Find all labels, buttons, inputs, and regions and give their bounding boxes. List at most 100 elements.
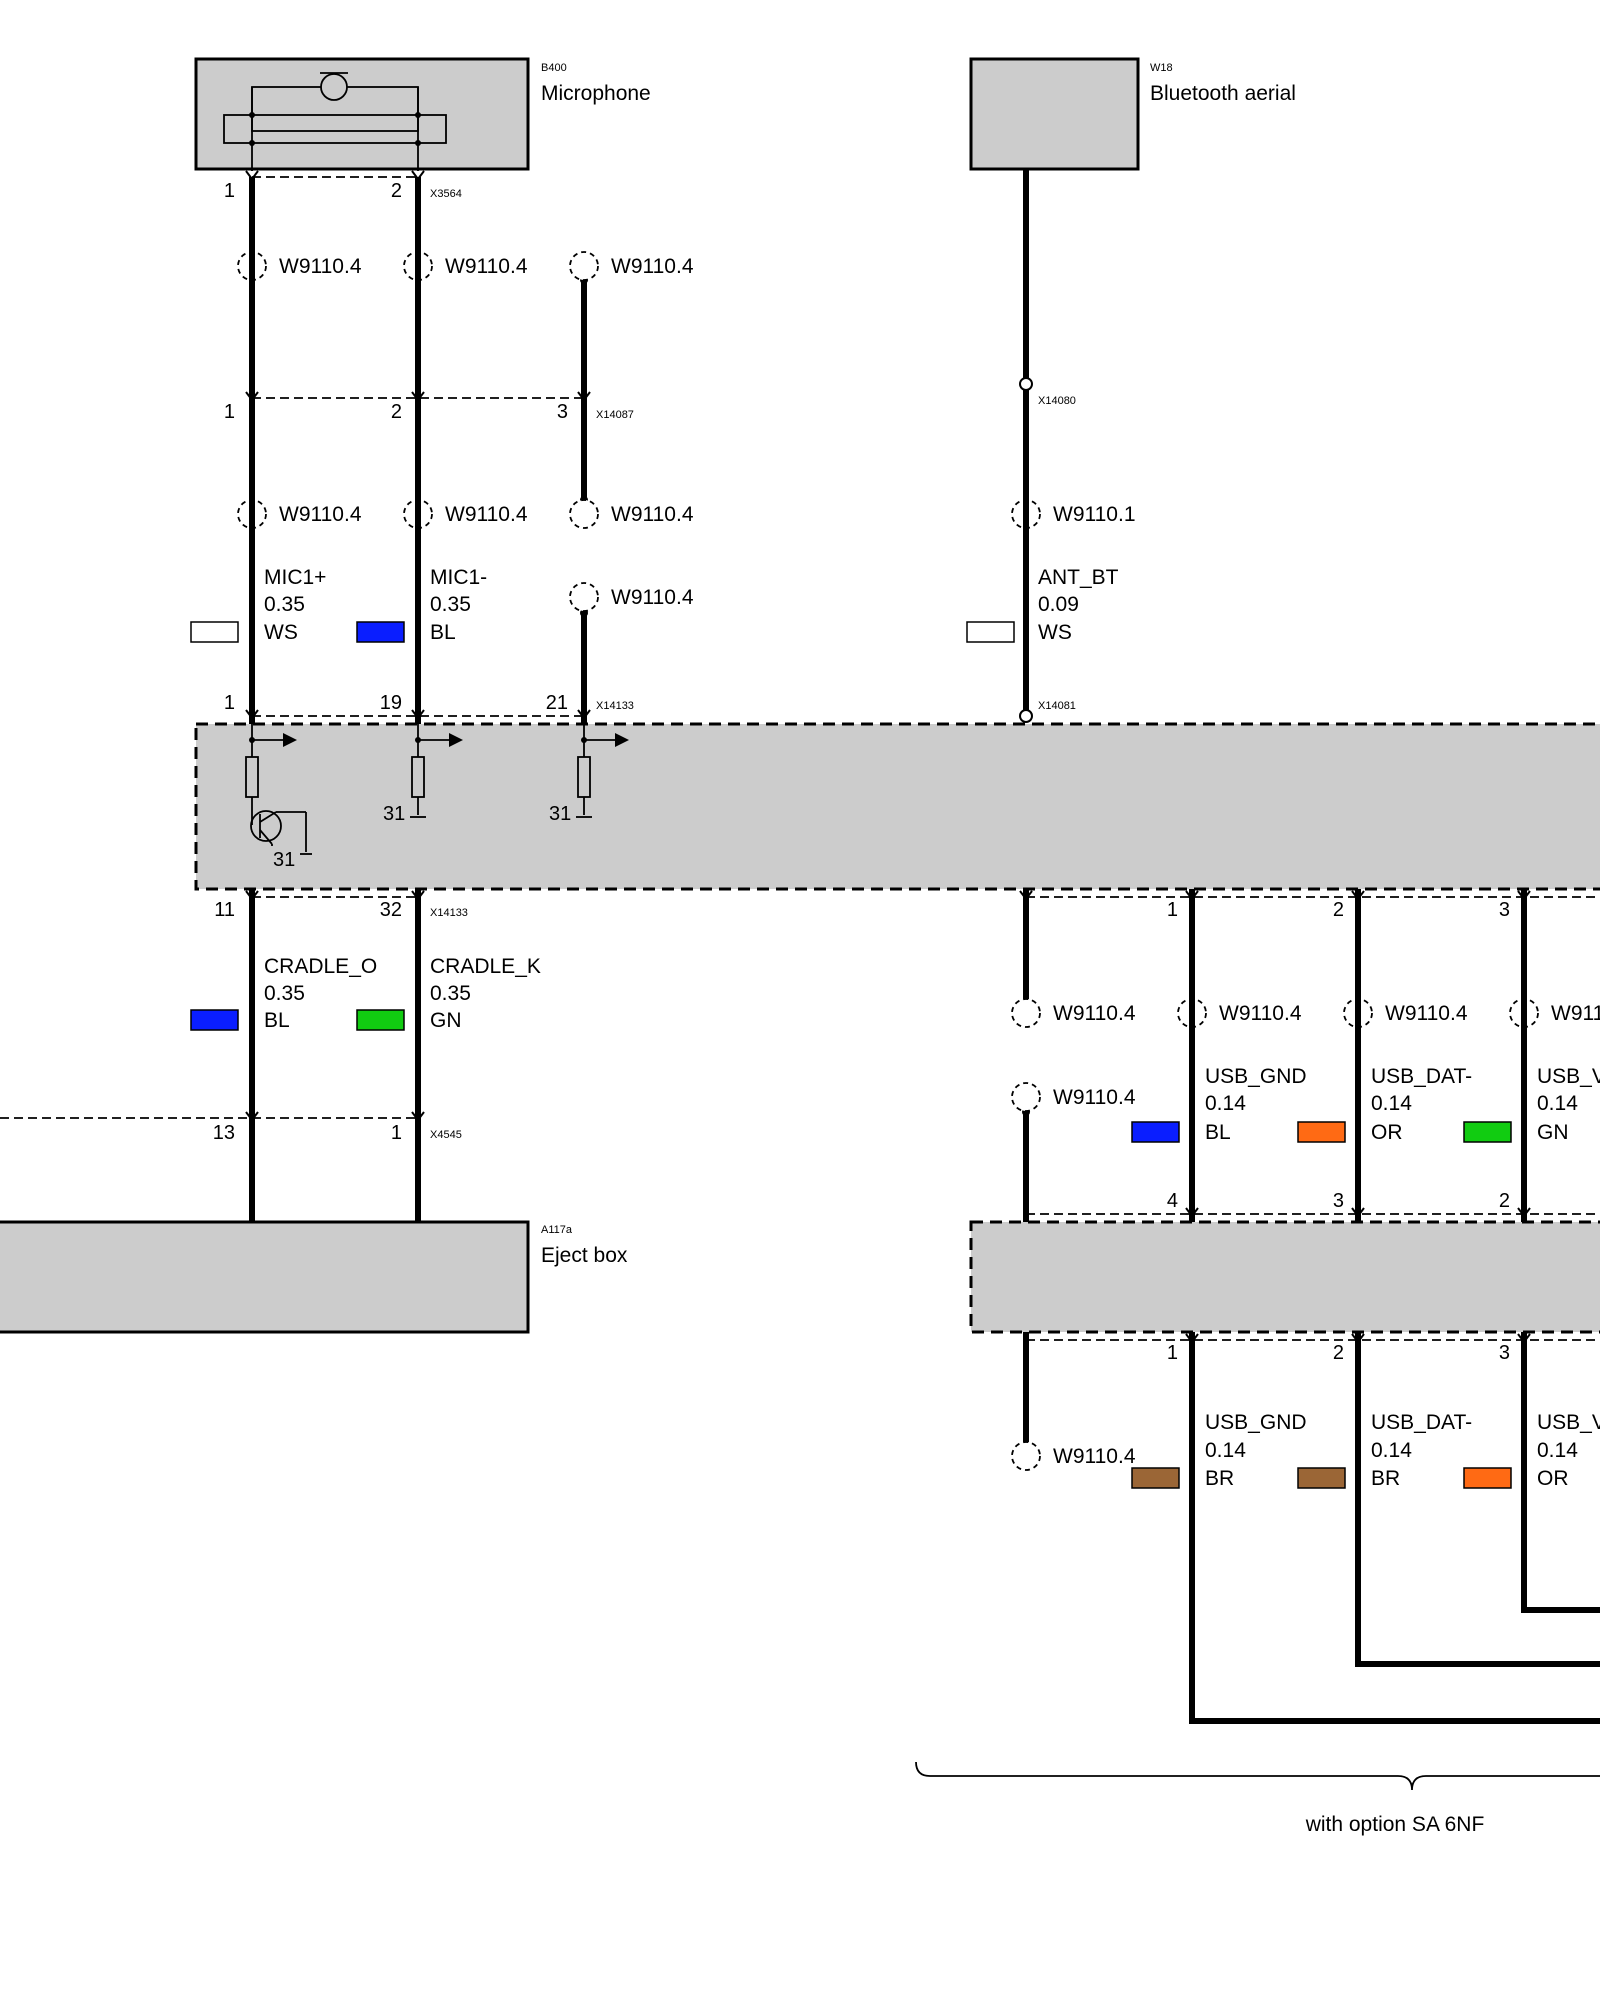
harness-label: W9110.4 [279, 255, 362, 278]
harness-label: W9110.1 [1053, 503, 1136, 526]
wire-size-label: 0.14 [1205, 1092, 1246, 1115]
wire-color-label: BR [1371, 1467, 1400, 1490]
pin-number: 1 [1167, 1342, 1178, 1364]
wire-color-label: BL [1205, 1121, 1231, 1144]
harness-label: W9110.4 [445, 255, 528, 278]
harness-label: W9110.4 [1053, 1445, 1136, 1468]
connector-x14081: X14081 [1038, 700, 1076, 712]
option-brace [915, 1761, 1600, 1791]
wire-color-label: GN [1537, 1121, 1569, 1144]
pin-number: 4 [1167, 1190, 1178, 1212]
wire-color-label: BL [264, 1009, 290, 1032]
wire-signal-label: USB_V [1537, 1411, 1600, 1434]
wire-size-label: 0.14 [1371, 1092, 1412, 1115]
pin-number: 3 [1499, 1342, 1510, 1364]
wire-color-swatch [1131, 1467, 1180, 1489]
pin-number: 19 [380, 692, 402, 714]
wire-size-label: 0.35 [430, 982, 471, 1005]
wire-color-label: WS [1038, 621, 1072, 644]
wire-usb-gnd-2[interactable] [1189, 1332, 1600, 1724]
bluetooth-aerial-component[interactable] [969, 57, 1140, 171]
harness-label: W9110.4 [611, 255, 694, 278]
wire-signal-label: USB_GND [1205, 1411, 1307, 1434]
pin-number: 3 [1333, 1190, 1344, 1212]
wire-color-swatch [356, 621, 405, 643]
wire-color-swatch [1463, 1121, 1512, 1143]
harness-label: W9110.4 [1053, 1002, 1136, 1025]
wire-color-label: OR [1371, 1121, 1403, 1144]
wire-color-label: WS [264, 621, 298, 644]
wire-color-label: GN [430, 1009, 462, 1032]
pin-number: 1 [224, 401, 235, 423]
harness-label: W9111 [1551, 1002, 1600, 1025]
pin-number: 3 [1499, 899, 1510, 921]
microphone-component[interactable] [194, 57, 530, 171]
eject-box-code: A117a [541, 1224, 573, 1236]
wire-signal-label: USB_DAT- [1371, 1411, 1472, 1434]
connector-x4545: X4545 [430, 1129, 462, 1141]
pin-number: 1 [1167, 899, 1178, 921]
wire-size-label: 0.35 [264, 593, 305, 616]
wire-color-swatch [966, 621, 1015, 643]
harness-label: W9110.4 [1385, 1002, 1468, 1025]
wire-size-label: 0.35 [264, 982, 305, 1005]
microphone-name: Microphone [541, 82, 651, 105]
wire-signal-label: CRADLE_O [264, 955, 377, 978]
connector-x14133-top: X14133 [596, 700, 634, 712]
wire-signal-label: ANT_BT [1038, 566, 1119, 589]
bt-aerial-name: Bluetooth aerial [1150, 82, 1296, 105]
pin-number: 11 [214, 899, 235, 921]
usb-hub-box[interactable] [969, 1220, 1600, 1334]
harness-label: W9110.4 [1053, 1086, 1136, 1109]
wire-color-swatch [1131, 1121, 1180, 1143]
option-note: with option SA 6NF [1305, 1813, 1485, 1836]
inline-connector-x14081 [1019, 709, 1033, 723]
bt-aerial-code: W18 [1150, 62, 1173, 74]
inline-connector-x14080 [1019, 377, 1033, 391]
eject-box-name: Eject box [541, 1244, 628, 1267]
harness-label: W9110.4 [445, 503, 528, 526]
pin-number: 2 [1499, 1190, 1510, 1212]
harness-label: W9110.4 [1219, 1002, 1302, 1025]
pin-number: 2 [391, 401, 402, 423]
wire-size-label: 0.09 [1038, 593, 1079, 616]
wire-size-label: 0.14 [1537, 1092, 1578, 1115]
wire-signal-label: USB_DAT- [1371, 1065, 1472, 1088]
wire-color-swatch [356, 1009, 405, 1031]
wire-size-label: 0.14 [1537, 1439, 1578, 1462]
wire-color-swatch [190, 1009, 239, 1031]
wire-signal-label: USB_GND [1205, 1065, 1307, 1088]
wire-usb-v-2[interactable] [1521, 1332, 1600, 1613]
connector-x14133-bottom: X14133 [430, 907, 468, 919]
pin-number: 3 [557, 401, 568, 423]
wire-size-label: 0.35 [430, 593, 471, 616]
ground-label-2: 31 [383, 803, 405, 825]
pin-number: 2 [391, 180, 402, 202]
ground-label-1: 31 [273, 849, 295, 871]
wire-usb-dat-2[interactable] [1355, 1332, 1600, 1667]
pin-number: 1 [224, 692, 235, 714]
eject-box-component[interactable] [0, 1220, 530, 1334]
pin-number: 13 [213, 1122, 235, 1144]
pin-number: 2 [1333, 899, 1344, 921]
wire-color-label: OR [1537, 1467, 1569, 1490]
internal-circuit [245, 724, 629, 855]
pin-markers [245, 170, 1531, 1344]
wire-signal-label: MIC1+ [264, 566, 326, 589]
wire-color-swatch [1297, 1467, 1346, 1489]
microphone-code: B400 [541, 62, 567, 74]
pin-number: 21 [546, 692, 568, 714]
pin-number: 32 [380, 899, 402, 921]
wire-size-label: 0.14 [1371, 1439, 1412, 1462]
control-unit-box[interactable] [194, 722, 1600, 891]
wire-signal-label: USB_V [1537, 1065, 1600, 1088]
connector-x14087: X14087 [596, 409, 634, 421]
wire-color-swatch [1463, 1467, 1512, 1489]
wire-overlay [249, 250, 1527, 1029]
wire-color-label: BR [1205, 1467, 1234, 1490]
harness-label: W9110.4 [611, 503, 694, 526]
wire-color-label: BL [430, 621, 456, 644]
connector-x14080: X14080 [1038, 395, 1076, 407]
harness-label: W9110.4 [279, 503, 362, 526]
